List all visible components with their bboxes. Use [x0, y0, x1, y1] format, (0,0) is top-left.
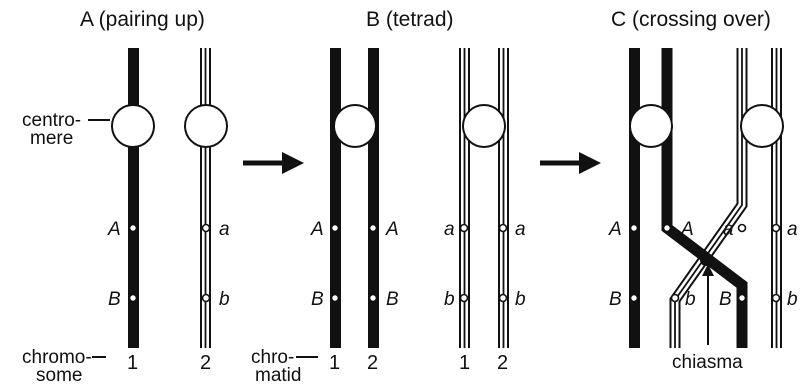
chiasma-label: chiasma — [672, 352, 743, 373]
locus-c-a-2 — [771, 223, 781, 233]
panel-c-title: C (crossing over) — [611, 8, 771, 31]
centromere-2 — [184, 104, 228, 148]
locus-a-1 — [459, 223, 469, 233]
locus-a-2 — [498, 223, 508, 233]
gene-label-c-b-right: b — [787, 289, 798, 310]
gene-label-c-A-mid: A — [680, 219, 694, 240]
gene-label-B-left: B — [311, 289, 324, 310]
panel-c: A A a a B b B b chiasma — [608, 48, 798, 373]
locus-A — [128, 223, 138, 233]
centromere-label-line2: mere — [30, 128, 73, 149]
chromatid-2-dark — [368, 48, 379, 348]
centromere-1 — [111, 104, 155, 148]
gene-label-c-B-mid: B — [719, 289, 732, 310]
gene-label-b-left: b — [444, 289, 455, 310]
chromatid-number-4: 2 — [497, 352, 508, 374]
centromere-hollow-pair — [462, 104, 506, 148]
gene-label-B: B — [108, 289, 121, 310]
gene-label-A-left: A — [310, 219, 324, 240]
centromere-c-left — [629, 104, 673, 148]
locus-A-2 — [368, 223, 378, 233]
locus-b — [201, 293, 211, 303]
chromatid-label-line1: chro- — [251, 347, 294, 368]
gene-label-c-a-mid: a — [723, 219, 734, 240]
locus-b-2 — [498, 293, 508, 303]
chromosome-label-line2: some — [36, 365, 82, 386]
arrow-b-to-c — [540, 152, 601, 174]
gene-label-a: a — [219, 219, 230, 240]
arrow-a-to-b — [243, 152, 304, 174]
chromatid-4-hollow — [498, 48, 509, 348]
gene-label-c-A-left: A — [608, 219, 622, 240]
gene-label-c-b-mid: b — [685, 289, 696, 310]
gene-label-c-a-right: a — [787, 219, 798, 240]
chromatid-number-1: 1 — [329, 352, 340, 374]
locus-A-1 — [330, 223, 340, 233]
locus-c-a-1 — [737, 223, 747, 233]
gene-label-B-right: B — [386, 289, 399, 310]
chromatid-label-line2: matid — [255, 365, 301, 386]
chromatid-number-3: 1 — [459, 352, 470, 374]
locus-c-B-2 — [737, 293, 747, 303]
locus-a — [201, 223, 211, 233]
chiasma-arrowhead — [702, 264, 714, 276]
centromere-dark-pair — [333, 104, 377, 148]
locus-c-b-2 — [771, 293, 781, 303]
chromosome-label-line1: chromo- — [22, 347, 92, 368]
chromosome-2-hollow — [200, 48, 211, 348]
chromosome-number-1: 1 — [127, 352, 138, 374]
gene-label-c-B-left: B — [609, 289, 622, 310]
chromatid-3-hollow — [459, 48, 470, 348]
locus-b-1 — [459, 293, 469, 303]
centromere-c-right — [740, 104, 784, 148]
centromere-label-line1: centro- — [22, 110, 81, 131]
gene-label-A-right: A — [385, 219, 399, 240]
chromatid-c1-dark — [629, 48, 640, 348]
gene-label-a-right: a — [515, 219, 526, 240]
panel-b: A A B B a a b b chro- matid 1 2 1 2 — [251, 48, 526, 386]
locus-c-B-1 — [629, 293, 639, 303]
locus-c-A-1 — [629, 223, 639, 233]
panel-a: A B a b centro- mere chromo- some 1 2 — [22, 48, 230, 386]
chromosome-number-2: 2 — [200, 352, 211, 374]
panel-b-title: B (tetrad) — [366, 8, 454, 31]
chiasma-point — [700, 254, 712, 266]
locus-B-1 — [330, 293, 340, 303]
locus-c-b-1 — [670, 293, 680, 303]
gene-label-A: A — [107, 219, 121, 240]
locus-B — [128, 293, 138, 303]
chromatid-c4-hollow — [771, 48, 782, 348]
locus-B-2 — [368, 293, 378, 303]
chromatid-number-2: 2 — [367, 352, 378, 374]
gene-label-b: b — [219, 289, 230, 310]
gene-label-b-right: b — [515, 289, 526, 310]
chromatid-1-dark — [330, 48, 341, 348]
locus-c-A-2 — [662, 223, 672, 233]
panel-a-title: A (pairing up) — [80, 8, 205, 31]
gene-label-a-left: a — [444, 219, 455, 240]
chromosome-1-dark — [128, 48, 139, 348]
